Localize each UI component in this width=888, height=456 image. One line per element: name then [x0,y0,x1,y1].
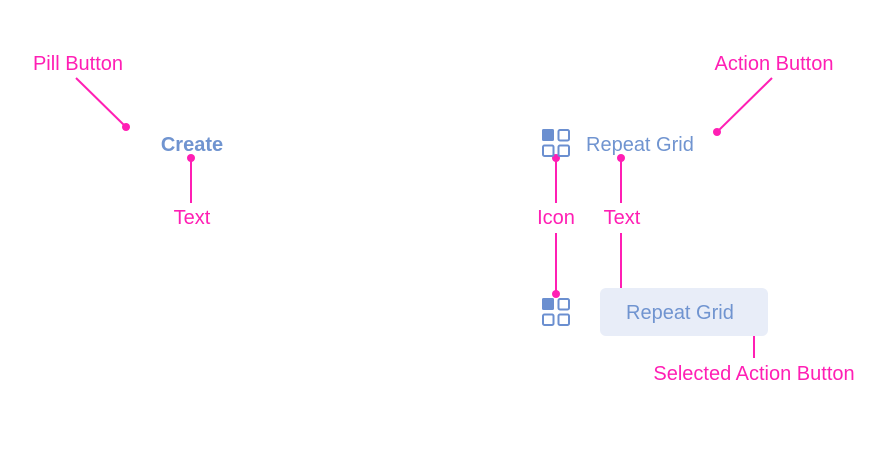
annotation-text-right: Text [603,207,641,229]
leader-action-button [716,77,773,133]
pill-button-label[interactable]: Create [160,134,224,156]
leader-pill-button [75,77,127,128]
annotation-icon: Icon [537,207,575,229]
annotation-action-button: Action Button [714,53,834,75]
repeat-grid-icon[interactable] [541,128,571,158]
selected-action-button[interactable] [600,288,768,336]
dot-text-right [617,154,625,162]
annotation-text-left: Text [173,207,211,229]
action-button-label[interactable]: Repeat Grid [586,134,694,156]
dot-text-left [187,154,195,162]
dot-pill-button [122,123,130,131]
annotation-pill-button: Pill Button [32,53,124,75]
selected-action-button-label[interactable]: Repeat Grid [626,302,734,324]
annotation-selected-action-button: Selected Action Button [653,363,855,385]
repeat-grid-icon[interactable] [541,297,571,327]
dot-action-button [713,128,721,136]
dot-icon-bottom [552,290,560,298]
